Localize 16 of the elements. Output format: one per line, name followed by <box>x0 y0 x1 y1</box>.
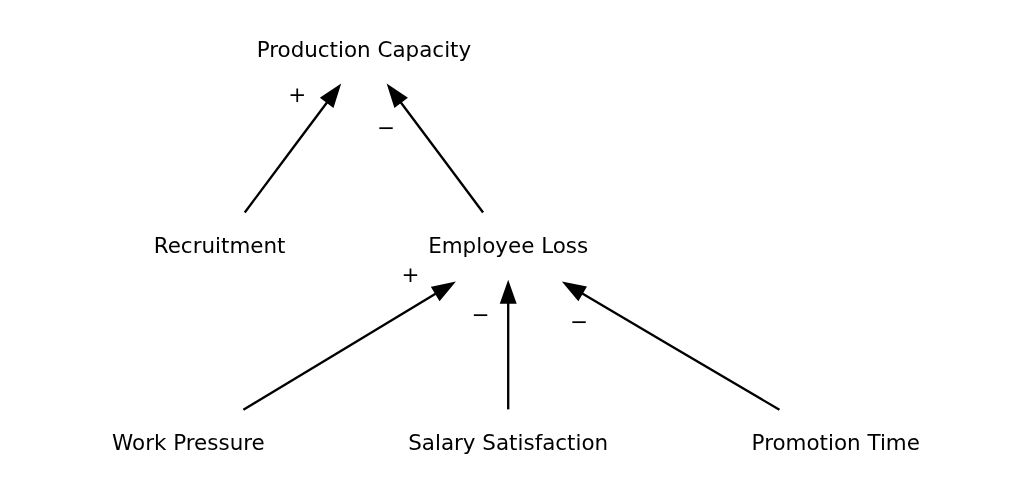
edge-label: − <box>376 114 395 140</box>
edge-label: − <box>471 301 490 327</box>
edge-label: + <box>401 262 419 288</box>
arrow <box>561 281 780 411</box>
arrow <box>499 279 517 410</box>
node-text: Production Capacity <box>256 36 471 62</box>
edge-label: − <box>569 309 588 335</box>
node-text: Promotion Time <box>751 430 920 456</box>
node-text: Salary Satisfaction <box>407 430 608 456</box>
node-text: Work Pressure <box>111 430 265 456</box>
edge-label: + <box>287 81 306 107</box>
arrow <box>386 83 484 214</box>
node-text: Employee Loss <box>427 233 588 259</box>
node-text: Recruitment <box>153 233 285 259</box>
arrow <box>242 281 456 411</box>
arrow <box>243 83 341 214</box>
